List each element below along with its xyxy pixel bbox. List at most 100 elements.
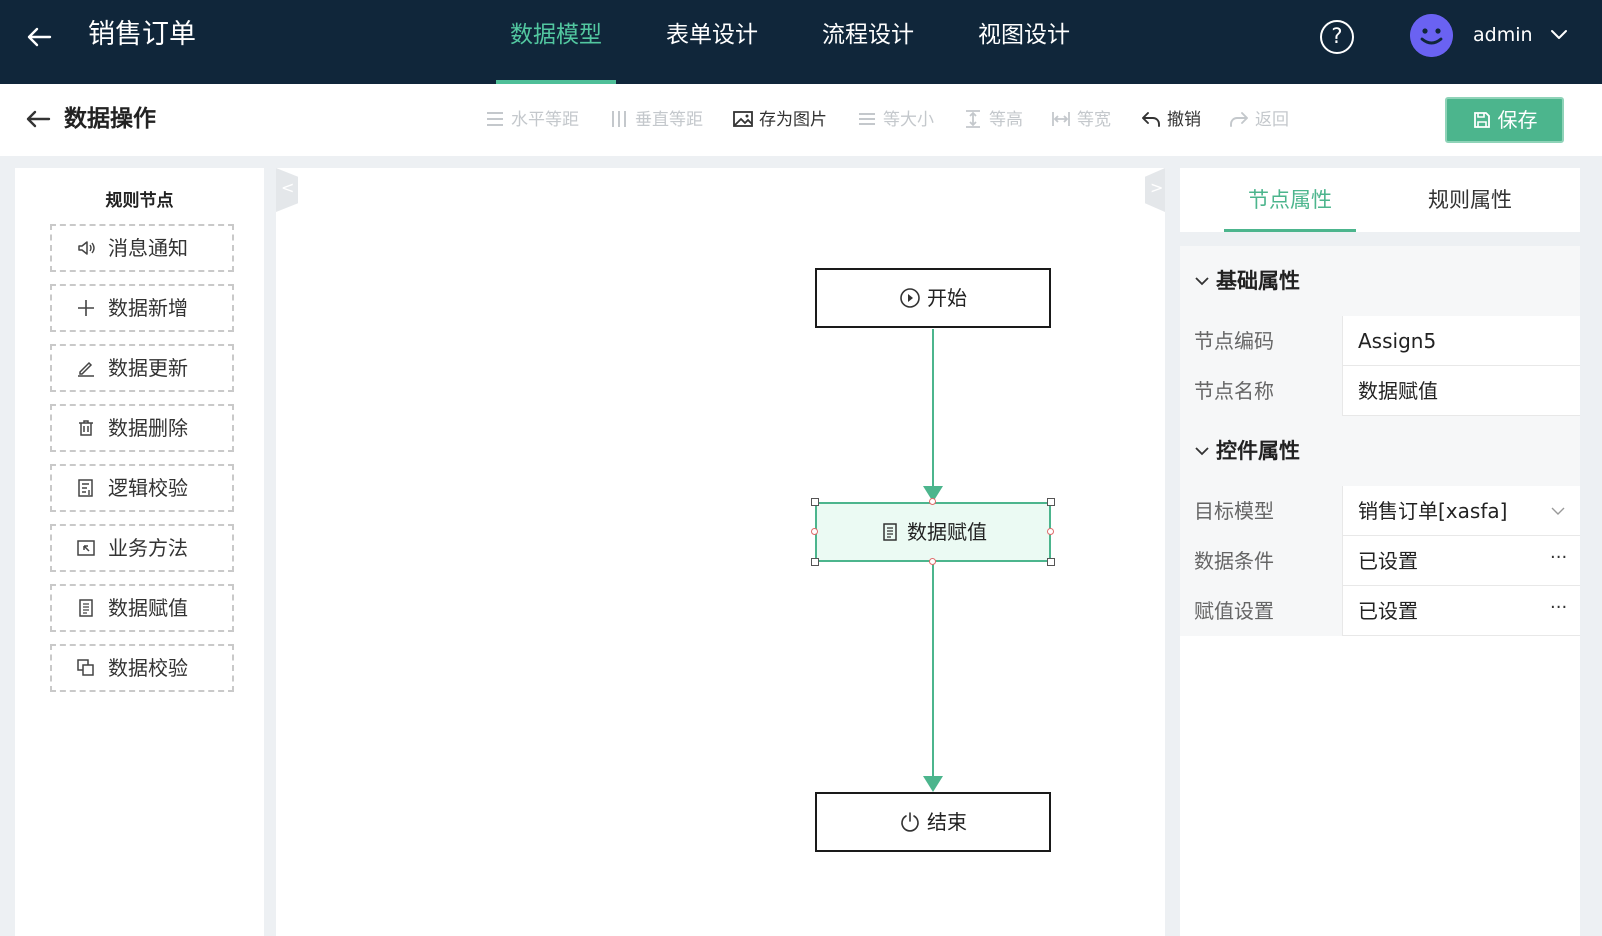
help-icon[interactable]: ? (1320, 20, 1354, 54)
palette-item-data-delete[interactable]: 数据删除 (50, 404, 234, 452)
page-title: 数据操作 (64, 106, 156, 132)
power-icon (901, 812, 919, 832)
document-icon (883, 523, 897, 541)
tool-label: 存为图片 (759, 110, 827, 130)
tool-label: 等宽 (1077, 110, 1111, 130)
tab-rule-properties[interactable]: 规则属性 (1428, 188, 1512, 212)
node-label: 数据赋值 (907, 520, 987, 544)
chevron-down-icon (1195, 277, 1209, 286)
nav-tab-form-design[interactable]: 表单设计 (666, 22, 758, 48)
align-vertical-icon (612, 111, 626, 127)
connection-anchor[interactable] (1047, 528, 1054, 535)
collapse-left-panel-button[interactable]: < (276, 168, 298, 212)
flow-node-end[interactable]: 结束 (815, 792, 1051, 852)
palette-item-label: 数据新增 (108, 296, 188, 320)
redo-button[interactable]: 返回 (1228, 106, 1289, 134)
tool-label: 等大小 (883, 110, 934, 130)
save-label: 保存 (1497, 108, 1538, 132)
undo-button[interactable]: 撤销 (1140, 106, 1201, 134)
collapse-right-panel-button[interactable]: > (1145, 168, 1165, 212)
resize-handle[interactable] (1047, 558, 1055, 566)
document-icon (79, 599, 93, 617)
same-width-icon (1052, 112, 1070, 126)
save-button[interactable]: 保存 (1445, 97, 1564, 143)
palette-item-data-validate[interactable]: 数据校验 (50, 644, 234, 692)
palette-item-label: 逻辑校验 (108, 476, 188, 500)
same-height-icon (966, 110, 980, 128)
property-row-data-condition: 数据条件 已设置 ··· (1180, 536, 1580, 586)
undo-icon (1142, 112, 1160, 127)
rule-node-palette: 规则节点 消息通知 数据新增 数据更新 数据删除 逻辑校验 业务方法 数据赋值 … (15, 168, 264, 936)
align-horizontal-icon (487, 112, 503, 126)
redo-icon (1230, 112, 1248, 127)
properties-tabs: 节点属性 规则属性 (1180, 168, 1580, 232)
palette-item-logic-check[interactable]: 逻辑校验 (50, 464, 234, 512)
chevron-down-icon (1195, 447, 1209, 456)
palette-item-data-assign[interactable]: 数据赋值 (50, 584, 234, 632)
property-row-assign-settings: 赋值设置 已设置 ··· (1180, 586, 1580, 636)
node-name-field[interactable]: 数据赋值 (1358, 379, 1438, 403)
editor-toolbar: 数据操作 水平等距 垂直等距 存为图片 等大小 等高 等宽 撤销 返回 保存 (0, 84, 1602, 156)
save-as-image-button[interactable]: 存为图片 (732, 106, 827, 134)
back-arrow-icon[interactable] (24, 105, 52, 133)
palette-item-message-notify[interactable]: 消息通知 (50, 224, 234, 272)
top-navigation-bar: 销售订单 数据模型 表单设计 流程设计 视图设计 ? admin (0, 0, 1602, 84)
palette-item-business-method[interactable]: 业务方法 (50, 524, 234, 572)
nav-tab-data-model[interactable]: 数据模型 (496, 0, 616, 84)
tab-node-properties[interactable]: 节点属性 (1224, 168, 1356, 232)
connection-anchor[interactable] (929, 498, 936, 505)
nav-tab-view-design[interactable]: 视图设计 (978, 22, 1070, 48)
chevron-right-icon: > (1150, 178, 1164, 197)
property-key: 节点名称 (1180, 366, 1343, 416)
speaker-icon (78, 241, 95, 255)
username[interactable]: admin (1473, 24, 1533, 46)
tool-label: 撤销 (1167, 110, 1201, 130)
section-control-properties[interactable]: 控件属性 (1180, 416, 1580, 486)
chevron-left-icon: < (281, 178, 295, 197)
more-options-icon[interactable]: ··· (1550, 547, 1568, 568)
target-model-select[interactable]: 销售订单[xasfa] (1358, 499, 1508, 523)
property-key: 节点编码 (1180, 316, 1343, 366)
connection-anchor[interactable] (811, 528, 818, 535)
tool-label: 返回 (1255, 110, 1289, 130)
palette-item-label: 数据更新 (108, 356, 188, 380)
tool-label: 垂直等距 (635, 110, 703, 130)
flow-node-data-assign[interactable]: 数据赋值 (815, 502, 1051, 562)
resize-handle[interactable] (811, 558, 819, 566)
tool-label: 等高 (989, 110, 1023, 130)
resize-handle[interactable] (811, 498, 819, 506)
palette-item-label: 业务方法 (108, 536, 188, 560)
tool-label: 水平等距 (511, 110, 579, 130)
property-key: 数据条件 (1180, 536, 1343, 586)
avatar-icon[interactable] (1410, 14, 1453, 57)
node-code-field[interactable]: Assign5 (1358, 329, 1437, 353)
assign-settings-value: 已设置 (1358, 599, 1418, 623)
back-arrow-icon[interactable] (24, 22, 54, 52)
same-width-button[interactable]: 等宽 (1050, 106, 1111, 134)
property-row-node-code: 节点编码 Assign5 (1180, 316, 1580, 366)
palette-item-label: 数据校验 (108, 656, 188, 680)
connection-anchor[interactable] (929, 558, 936, 565)
chevron-down-icon[interactable] (1550, 503, 1566, 519)
palette-item-label: 数据删除 (108, 416, 188, 440)
palette-item-data-update[interactable]: 数据更新 (50, 344, 234, 392)
palette-item-data-create[interactable]: 数据新增 (50, 284, 234, 332)
nav-tab-process-design[interactable]: 流程设计 (822, 22, 914, 48)
flow-node-start[interactable]: 开始 (815, 268, 1051, 328)
horizontal-distribute-button[interactable]: 水平等距 (484, 106, 579, 134)
same-height-button[interactable]: 等高 (962, 106, 1023, 134)
more-options-icon[interactable]: ··· (1550, 597, 1568, 618)
copy-check-icon (77, 659, 94, 676)
palette-item-label: 消息通知 (108, 236, 188, 260)
section-title: 控件属性 (1216, 439, 1300, 463)
play-icon (900, 288, 920, 308)
node-label: 结束 (927, 810, 967, 834)
same-size-button[interactable]: 等大小 (856, 106, 934, 134)
resize-handle[interactable] (1047, 498, 1055, 506)
plus-icon (78, 300, 94, 316)
chevron-down-icon[interactable] (1549, 24, 1569, 44)
palette-title: 规则节点 (105, 191, 174, 211)
image-icon (733, 111, 753, 127)
section-basic-properties[interactable]: 基础属性 (1180, 246, 1580, 316)
vertical-distribute-button[interactable]: 垂直等距 (608, 106, 703, 134)
